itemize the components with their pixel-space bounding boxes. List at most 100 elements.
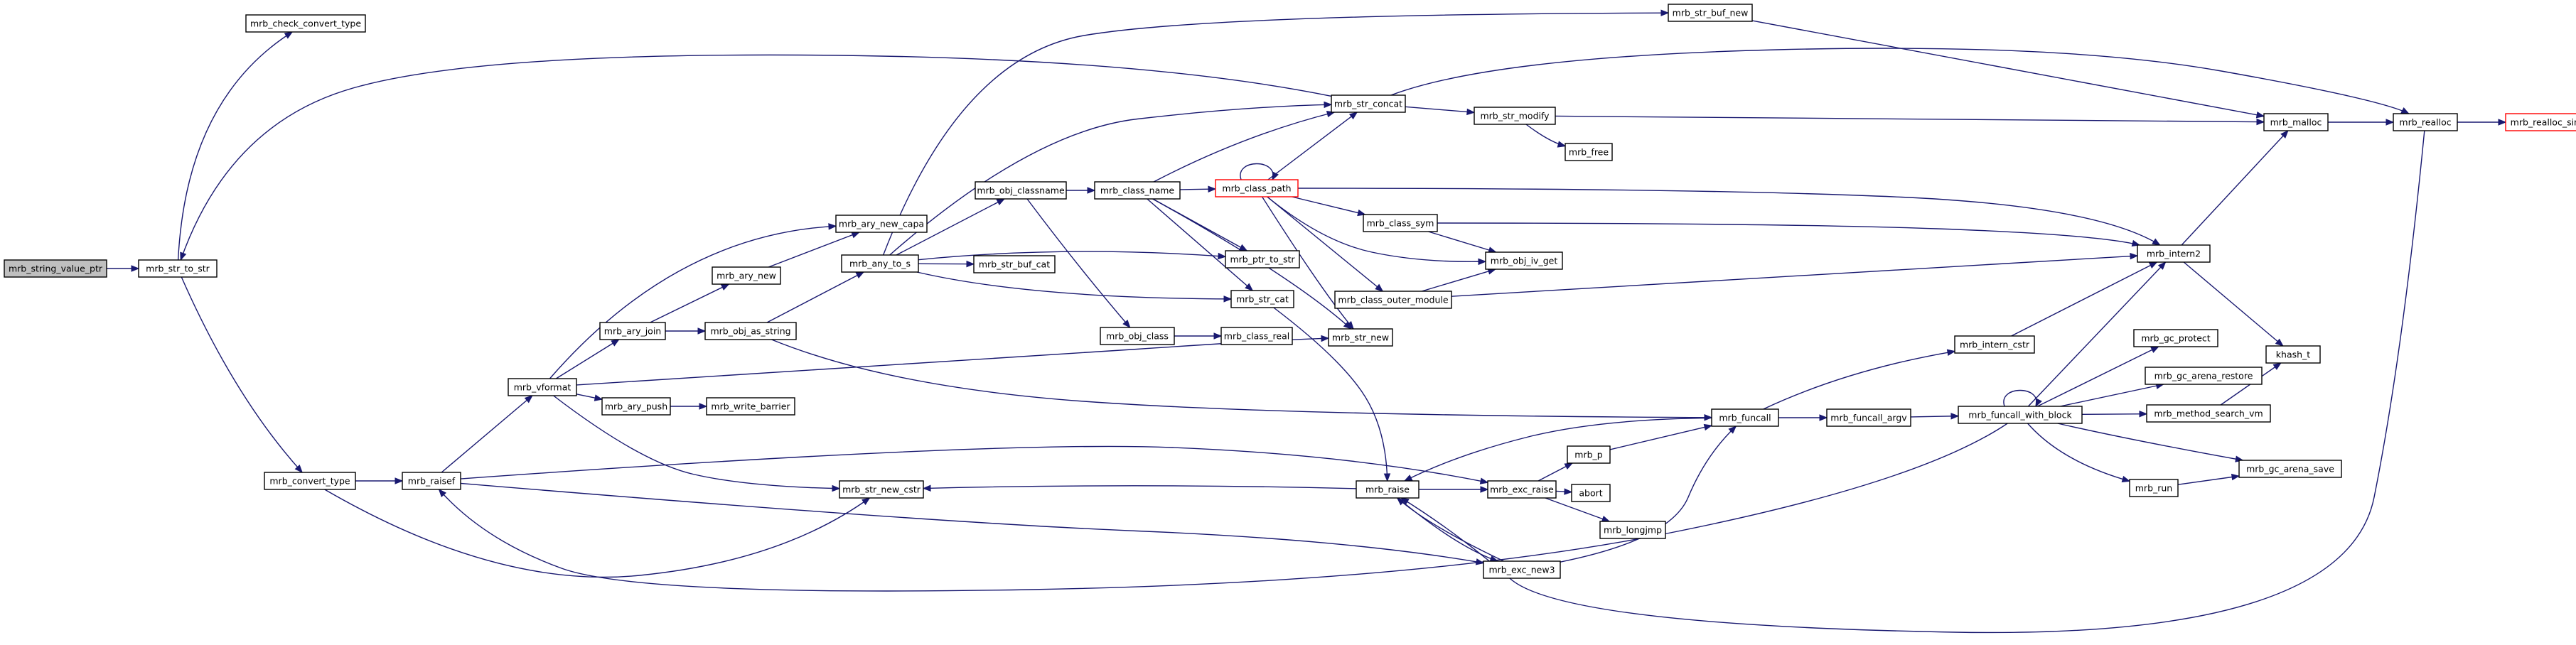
node-malloc[interactable]: mrb_malloc — [2263, 113, 2329, 131]
edge-exc_new3-to-funcall — [1560, 426, 1737, 563]
node-realloc-simple[interactable]: mrb_realloc_simple — [2505, 113, 2576, 131]
node-str-buf-cat[interactable]: mrb_str_buf_cat — [973, 255, 1056, 273]
node-box — [1711, 408, 1779, 427]
node-intern-cstr[interactable]: mrb_intern_cstr — [1954, 335, 2035, 354]
node-class-name[interactable]: mrb_class_name — [1094, 181, 1181, 200]
node-label: mrb_class_name — [1100, 185, 1175, 196]
edge-class_sym-to-intern2 — [1437, 222, 2141, 247]
edge-raisef-to-exc_new3 — [460, 482, 1485, 565]
node-raise[interactable]: mrb_raise — [1356, 480, 1420, 499]
node-intern2[interactable]: mrb_intern2 — [2137, 244, 2211, 263]
node-obj-as-string[interactable]: mrb_obj_as_string — [704, 322, 797, 340]
edge-funcall_with_block-to-method_search_vm — [2081, 410, 2148, 418]
node-check-convert-type[interactable]: mrb_check_convert_type — [245, 14, 366, 33]
node-str-new[interactable]: mrb_str_new — [1328, 328, 1393, 347]
node-box — [1334, 291, 1452, 309]
node-box — [2137, 244, 2211, 263]
node-box — [1958, 406, 2083, 424]
node-box — [2145, 367, 2263, 385]
node-label: mrb_ary_new_capa — [839, 219, 924, 229]
node-box — [1954, 335, 2035, 354]
node-ary-join[interactable]: mrb_ary_join — [599, 322, 666, 340]
node-realloc[interactable]: mrb_realloc — [2393, 113, 2458, 131]
edge-any_to_s-to-str_buf_cat — [918, 260, 975, 268]
node-exc-raise[interactable]: mrb_exc_raise — [1487, 480, 1557, 499]
node-label: mrb_p — [1574, 450, 1603, 460]
node-box — [2129, 479, 2179, 497]
node-label: mrb_obj_classname — [977, 185, 1065, 196]
node-any-to-s[interactable]: mrb_any_to_s — [841, 254, 919, 273]
node-class-real[interactable]: mrb_class_real — [1220, 327, 1293, 345]
node-label: mrb_str_to_str — [146, 264, 210, 274]
node-str-cat[interactable]: mrb_str_cat — [1230, 290, 1294, 308]
node-abort[interactable]: abort — [1571, 484, 1611, 502]
node-khash-t[interactable]: khash_t — [2265, 345, 2321, 364]
node-vformat[interactable]: mrb_vformat — [508, 378, 577, 396]
node-box — [1668, 4, 1753, 22]
node-str-modify[interactable]: mrb_str_modify — [1474, 107, 1556, 125]
node-ary-new[interactable]: mrb_ary_new — [712, 266, 781, 285]
edge-str_concat-to-str_to_str — [180, 54, 1332, 261]
node-box — [1485, 251, 1563, 270]
edge-class_path-to-class_path — [1240, 163, 1279, 181]
edge-intern2-to-malloc — [2181, 130, 2289, 246]
node-class-outer-module[interactable]: mrb_class_outer_module — [1334, 291, 1452, 309]
node-gc-protect[interactable]: mrb_gc_protect — [2133, 329, 2218, 347]
node-raisef[interactable]: mrb_raisef — [402, 472, 461, 490]
edge-class_path-to-obj_iv_get — [1267, 196, 1487, 266]
edge-raise-to-str_new_cstr — [922, 484, 1357, 492]
node-ptr-to-str[interactable]: mrb_ptr_to_str — [1225, 250, 1300, 269]
node-label: mrb_gc_protect — [2141, 333, 2210, 344]
node-write-barrier[interactable]: mrb_write_barrier — [706, 397, 795, 416]
node-label: mrb_str_concat — [1334, 99, 1402, 109]
node-method-search-vm[interactable]: mrb_method_search_vm — [2146, 404, 2271, 423]
node-longjmp[interactable]: mrb_longjmp — [1599, 521, 1666, 539]
node-label: mrb_str_modify — [1480, 111, 1550, 121]
node-str-concat[interactable]: mrb_str_concat — [1331, 94, 1406, 113]
node-box — [264, 472, 356, 490]
node-ary-new-capa[interactable]: mrb_ary_new_capa — [835, 215, 928, 233]
node-funcall[interactable]: mrb_funcall — [1711, 408, 1779, 427]
node-p[interactable]: mrb_p — [1567, 445, 1611, 464]
node-class-path[interactable]: mrb_class_path — [1215, 179, 1299, 197]
node-label: mrb_exc_raise — [1490, 484, 1554, 495]
node-exc-new3[interactable]: mrb_exc_new3 — [1483, 560, 1561, 579]
edge-funcall-to-intern_cstr — [1763, 349, 1956, 410]
node-box — [1571, 484, 1611, 502]
node-box — [2133, 329, 2218, 347]
node-string-value-ptr[interactable]: mrb_string_value_ptr — [4, 259, 107, 278]
node-box — [1230, 290, 1294, 308]
node-free[interactable]: mrb_free — [1565, 143, 1613, 161]
edge-class_path-to-str_new — [1262, 196, 1354, 330]
node-class-sym[interactable]: mrb_class_sym — [1363, 214, 1438, 232]
node-label: mrb_intern_cstr — [1960, 340, 2030, 350]
node-box — [4, 259, 107, 278]
node-obj-class[interactable]: mrb_obj_class — [1100, 327, 1175, 345]
node-funcall-argv[interactable]: mrb_funcall_argv — [1826, 408, 1911, 427]
edge-intern_cstr-to-intern2 — [2011, 261, 2158, 337]
edge-funcall-to-funcall_argv — [1778, 414, 1828, 421]
node-gc-arena-restore[interactable]: mrb_gc_arena_restore — [2145, 367, 2263, 385]
node-str-to-str[interactable]: mrb_str_to_str — [138, 259, 218, 278]
node-box — [975, 181, 1067, 200]
node-str-buf-new[interactable]: mrb_str_buf_new — [1668, 4, 1753, 22]
node-gc-arena-save[interactable]: mrb_gc_arena_save — [2238, 460, 2342, 478]
edge-vformat-to-str_new_cstr — [553, 395, 841, 492]
node-run[interactable]: mrb_run — [2129, 479, 2179, 497]
node-box — [1474, 107, 1556, 125]
node-label: mrb_convert_type — [269, 476, 350, 487]
edge-str_to_str-to-check_convert_type — [177, 31, 294, 261]
node-convert-type[interactable]: mrb_convert_type — [264, 472, 356, 490]
edge-class_name-to-str_cat — [1147, 198, 1254, 291]
node-box — [1225, 250, 1300, 269]
node-ary-push[interactable]: mrb_ary_push — [601, 397, 671, 416]
node-funcall-with-block[interactable]: mrb_funcall_with_block — [1958, 406, 2083, 424]
node-label: mrb_obj_iv_get — [1491, 256, 1558, 266]
node-str-new-cstr[interactable]: mrb_str_new_cstr — [839, 480, 924, 499]
node-obj-iv-get[interactable]: mrb_obj_iv_get — [1485, 251, 1563, 270]
node-label: mrb_class_outer_module — [1338, 295, 1448, 305]
edge-str_modify-to-malloc — [1555, 115, 2265, 126]
node-obj-classname[interactable]: mrb_obj_classname — [975, 181, 1067, 200]
node-label: mrb_intern2 — [2147, 249, 2201, 259]
